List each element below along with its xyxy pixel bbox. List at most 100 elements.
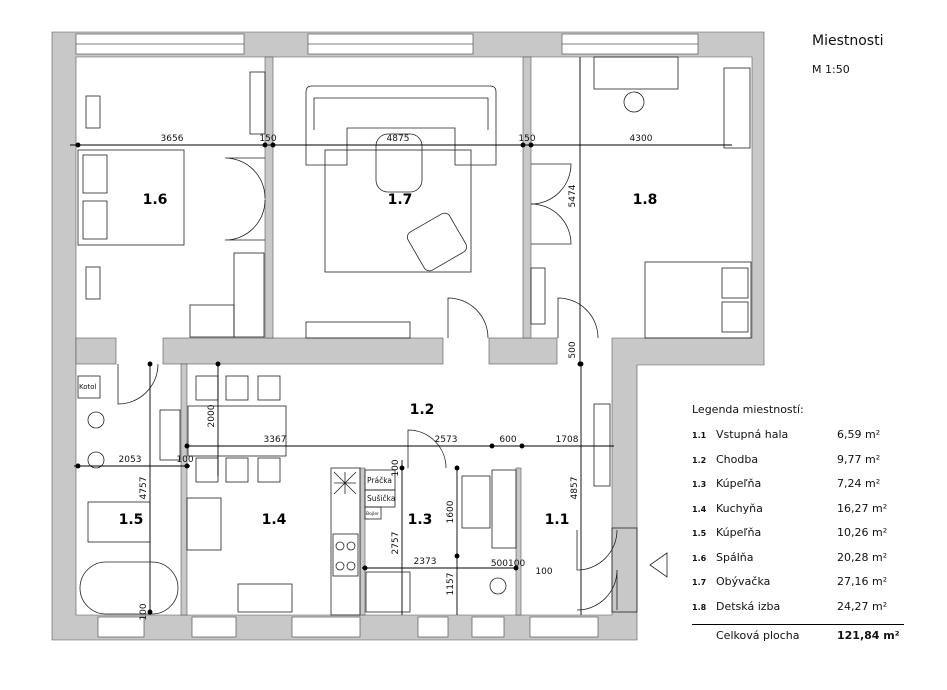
coffee-table (375, 133, 423, 193)
shelf (249, 71, 266, 135)
room-label-1-3: 1.3 (408, 512, 433, 528)
dining-table (187, 405, 287, 457)
legend-total-area: 121,84 m² (837, 629, 900, 642)
dim-tick (75, 463, 81, 469)
bojler-label: Bojler (366, 511, 379, 517)
tv-stand (305, 321, 411, 339)
door-swing (224, 199, 266, 241)
wardrobe (233, 252, 265, 338)
dim-tick (147, 609, 153, 615)
armchair (407, 212, 467, 272)
legend-room-id: 1.6 (692, 553, 707, 563)
dining-chair (195, 457, 219, 483)
counter (186, 497, 222, 551)
legend-room-area: 16,27 m² (837, 501, 888, 515)
dim-tick (362, 565, 368, 571)
sink (237, 583, 293, 613)
dim-tick (147, 361, 153, 367)
dim-label: 100 (139, 603, 149, 620)
pracka-label: Práčka (367, 476, 392, 485)
plan-title: Miestnosti (812, 33, 884, 49)
dim-tick (454, 553, 460, 559)
door-swing (576, 529, 618, 571)
legend-row: 1.7 Obývačka 27,16 m² (692, 575, 904, 600)
wall-partition-17-18 (522, 56, 532, 339)
single-bed (644, 261, 752, 339)
legend-room-area: 24,27 m² (837, 599, 888, 613)
pillow (82, 200, 108, 240)
legend-room-area: 7,24 m² (837, 477, 881, 490)
dining-chair (195, 375, 219, 401)
pillow (721, 301, 749, 333)
outer-wall (51, 31, 765, 641)
dim-tick (399, 465, 405, 471)
washbasin (461, 475, 491, 529)
water-heater (364, 506, 382, 520)
dimension-labels: 3656 150 4875 150 4300 5474 500 2000 336… (119, 134, 653, 621)
window-bottom-6 (529, 616, 599, 638)
burner (346, 561, 356, 571)
legend-room-id: 1.3 (692, 480, 707, 489)
counter (330, 467, 361, 616)
dim-label: 600 (499, 435, 516, 445)
room-label-1-8: 1.8 (633, 192, 658, 208)
pillow (82, 154, 108, 194)
entrance-arrow (649, 552, 668, 578)
legend-room-id: 1.1 (692, 431, 707, 440)
toilet (489, 577, 507, 595)
dim-tick (489, 443, 495, 449)
legend-room-name: Chodba (716, 452, 759, 466)
legend-room-id: 1.8 (692, 602, 707, 612)
furniture (77, 56, 752, 616)
dim-tick (528, 142, 534, 148)
legend-room-area: 20,28 m² (837, 550, 888, 564)
dim-label: 4757 (139, 477, 149, 500)
dim-label: 3656 (161, 134, 184, 144)
legend-room-name: Kúpeľňa (716, 526, 762, 539)
susicka-label: Sušička (367, 494, 395, 503)
dim-label: 150 (259, 134, 276, 144)
washbasin (159, 409, 181, 461)
dim-label: 1600 (446, 500, 456, 523)
door-swing (530, 203, 572, 245)
legend-row: 1.2 Chodba 9,77 m² (692, 453, 904, 478)
window-bottom-1 (97, 616, 145, 638)
dim-label: 2000 (207, 404, 217, 427)
dim-tick (578, 361, 584, 367)
room-label-1-6: 1.6 (143, 192, 168, 208)
dim-label: 4875 (387, 134, 410, 144)
room-label-1-5: 1.5 (119, 512, 144, 528)
legend-room-name: Vstupná hala (716, 428, 789, 441)
dim-label: 100 (391, 459, 401, 476)
dim-label: 2373 (414, 557, 437, 567)
legend-title: Legenda miestností: (692, 403, 804, 416)
legend-row: 1.5 Kúpeľňa 10,26 m² (692, 526, 904, 551)
door-swing (576, 569, 618, 611)
room-label-1-7: 1.7 (388, 192, 413, 208)
legend-room-name: Spálňa (716, 550, 754, 564)
dim-label: 1157 (446, 573, 456, 596)
wall-partition-15-14 (180, 363, 188, 616)
windows (75, 33, 699, 638)
window-bottom-3 (291, 616, 361, 638)
dim-label: 2053 (119, 455, 142, 465)
shower-screen (491, 469, 517, 549)
door-swing (530, 163, 572, 205)
shower (365, 571, 411, 613)
wall-partition-16-17 (264, 56, 274, 339)
dim-label: 4300 (630, 134, 653, 144)
legend-room-area: 9,77 m² (837, 452, 881, 466)
bedside-table (85, 266, 101, 300)
shoe-cabinet (593, 403, 611, 487)
entry-door-frame (611, 527, 638, 613)
door-swing (117, 363, 159, 405)
window-bottom-2 (191, 616, 237, 638)
legend-room-id: 1.5 (692, 529, 707, 538)
legend-room-area: 6,59 m² (837, 428, 881, 441)
dimension-lines (70, 57, 732, 615)
dining-chair (257, 375, 281, 401)
dim-tick (75, 142, 81, 148)
door-swing (224, 157, 266, 199)
door-swing (407, 429, 447, 469)
room-legend: Legenda miestností: 1.1 Vstupná hala 6,5… (692, 403, 904, 642)
